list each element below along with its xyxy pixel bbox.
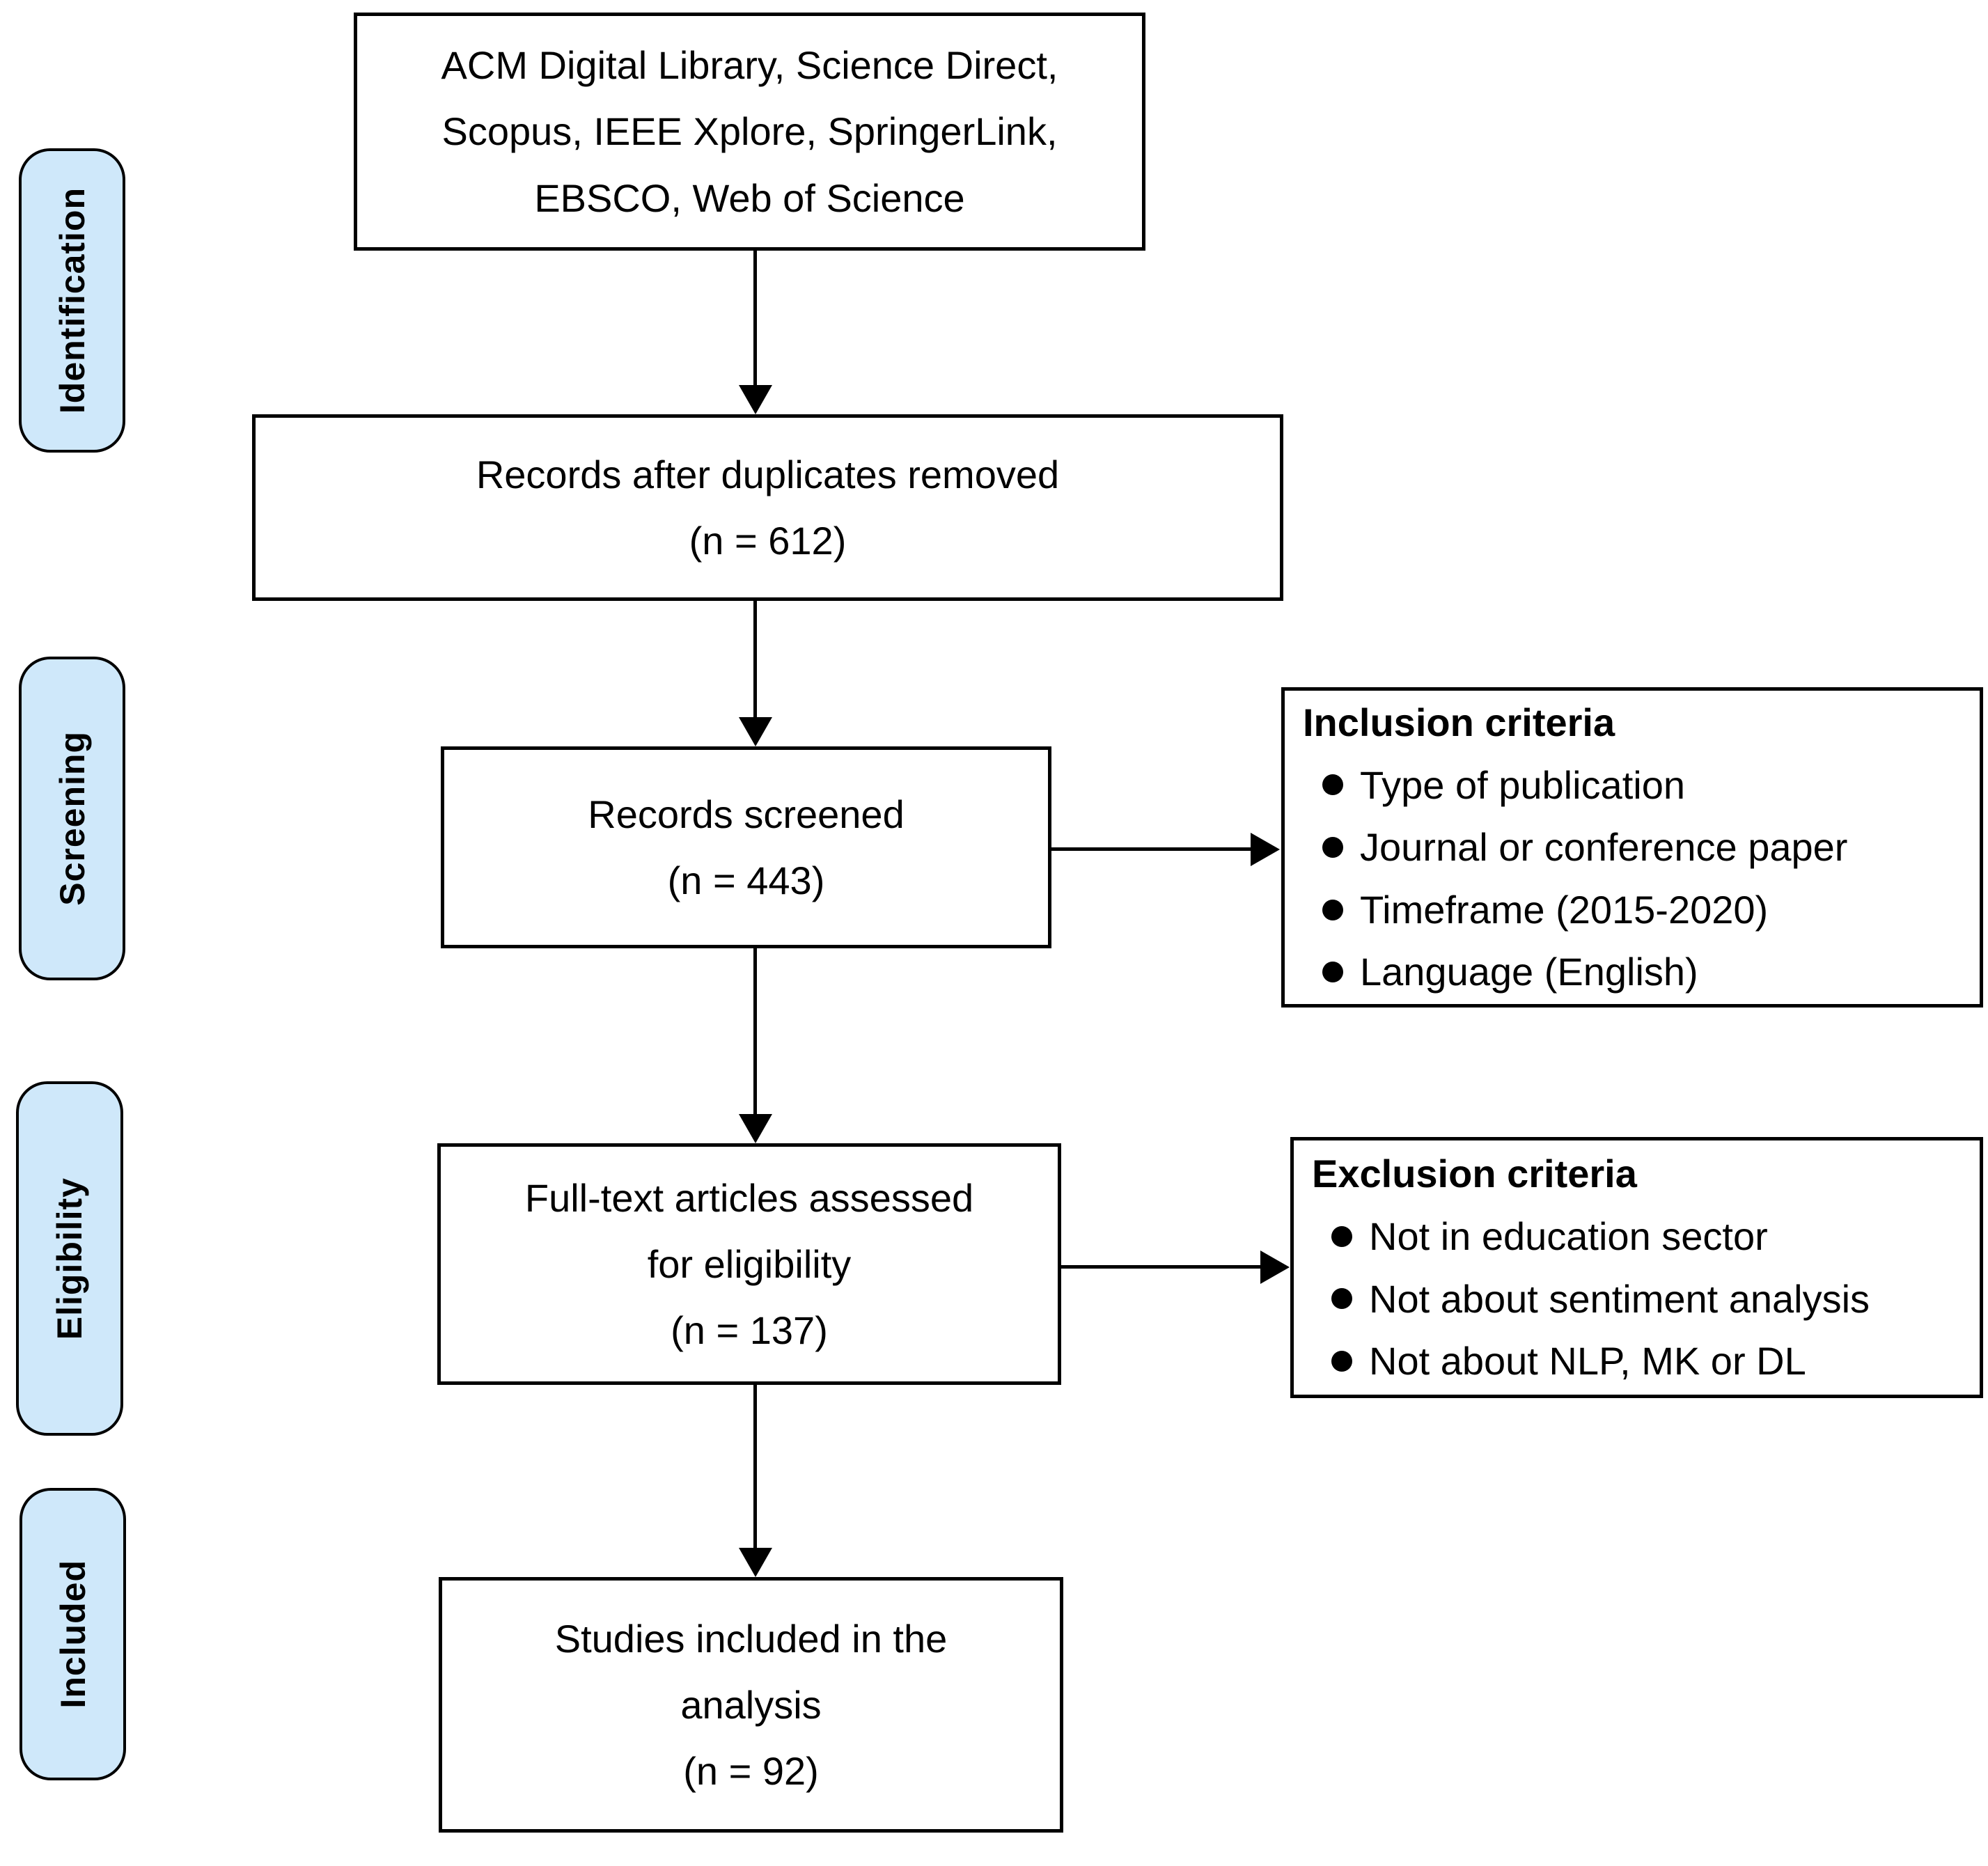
stage-screening: Screening xyxy=(19,657,125,980)
arrow-right-icon xyxy=(1251,833,1280,866)
box-records-after-duplicates-count: (n = 612) xyxy=(689,519,847,563)
bullet-icon xyxy=(1322,899,1343,920)
arrow-down-icon xyxy=(739,1548,772,1577)
box-records-after-duplicates: Records after duplicates removed (n = 61… xyxy=(252,414,1283,601)
box-databases-line-3: EBSCO, Web of Science xyxy=(534,175,965,220)
bullet-icon xyxy=(1322,774,1343,796)
arrow-down-icon xyxy=(739,385,772,414)
inclusion-criteria-title: Inclusion criteria xyxy=(1303,700,1615,745)
exclusion-item-1: Not in education sector xyxy=(1369,1214,1768,1258)
stage-included: Included xyxy=(19,1488,126,1780)
box-inclusion-criteria: Inclusion criteria Type of publication J… xyxy=(1281,687,1983,1008)
stage-eligibility: Eligibility xyxy=(16,1081,123,1436)
inclusion-criteria-item: Timeframe (2015-2020) xyxy=(1322,879,1973,941)
box-databases: ACM Digital Library, Science Direct, Sco… xyxy=(354,13,1145,251)
box-records-screened-line-1: Records screened xyxy=(588,792,905,836)
box-records-screened: Records screened (n = 443) xyxy=(441,746,1051,948)
inclusion-item-4: Language (English) xyxy=(1360,950,1698,994)
exclusion-criteria-item: Not in education sector xyxy=(1331,1205,1973,1268)
bullet-icon xyxy=(1322,837,1343,858)
exclusion-criteria-item: Not about NLP, MK or DL xyxy=(1331,1330,1973,1393)
arrow-down-icon xyxy=(739,717,772,746)
exclusion-criteria-title: Exclusion criteria xyxy=(1312,1152,1637,1196)
inclusion-criteria-item: Type of publication xyxy=(1322,754,1973,817)
box-records-screened-count: (n = 443) xyxy=(667,858,825,902)
connector-line-screened-to-fulltext xyxy=(753,948,757,1115)
arrow-right-icon xyxy=(1260,1250,1290,1284)
connector-line-fulltext-to-exclusion xyxy=(1061,1265,1262,1269)
connector-line-screened-to-inclusion xyxy=(1051,847,1252,851)
stage-identification-label: Identification xyxy=(52,187,92,414)
stage-included-label: Included xyxy=(53,1560,93,1709)
bullet-icon xyxy=(1322,962,1343,983)
box-studies-included-count: (n = 92) xyxy=(683,1749,819,1794)
exclusion-item-2: Not about sentiment analysis xyxy=(1369,1276,1870,1321)
inclusion-criteria-item: Language (English) xyxy=(1322,941,1973,1003)
connector-line-databases-to-duplicates xyxy=(753,251,757,386)
box-exclusion-criteria: Exclusion criteria Not in education sect… xyxy=(1290,1137,1983,1398)
stage-screening-label: Screening xyxy=(52,731,92,906)
box-databases-line-1: ACM Digital Library, Science Direct, xyxy=(441,43,1058,88)
box-databases-line-2: Scopus, IEEE Xplore, SpringerLink, xyxy=(441,109,1058,154)
box-studies-included-line-2: analysis xyxy=(680,1682,822,1727)
stage-eligibility-label: Eligibility xyxy=(50,1177,89,1340)
connector-line-fulltext-to-included xyxy=(753,1385,757,1549)
bullet-icon xyxy=(1331,1225,1352,1247)
box-fulltext-assessed-count: (n = 137) xyxy=(671,1308,828,1353)
connector-line-duplicates-to-screened xyxy=(753,601,757,719)
arrow-down-icon xyxy=(739,1114,772,1143)
inclusion-item-3: Timeframe (2015-2020) xyxy=(1360,887,1769,932)
stage-identification: Identification xyxy=(19,148,125,453)
box-studies-included-line-1: Studies included in the xyxy=(554,1616,948,1661)
box-records-after-duplicates-line-1: Records after duplicates removed xyxy=(476,452,1060,496)
bullet-icon xyxy=(1331,1350,1352,1372)
box-fulltext-assessed: Full-text articles assessed for eligibil… xyxy=(437,1143,1061,1385)
inclusion-item-2: Journal or conference paper xyxy=(1360,825,1848,870)
exclusion-item-3: Not about NLP, MK or DL xyxy=(1369,1339,1806,1383)
inclusion-item-1: Type of publication xyxy=(1360,762,1685,807)
bullet-icon xyxy=(1331,1288,1352,1310)
box-fulltext-assessed-line-1: Full-text articles assessed xyxy=(524,1175,974,1220)
exclusion-criteria-item: Not about sentiment analysis xyxy=(1331,1268,1973,1331)
box-studies-included: Studies included in the analysis (n = 92… xyxy=(439,1577,1063,1833)
box-fulltext-assessed-line-2: for eligibility xyxy=(647,1241,852,1286)
inclusion-criteria-item: Journal or conference paper xyxy=(1322,816,1973,879)
